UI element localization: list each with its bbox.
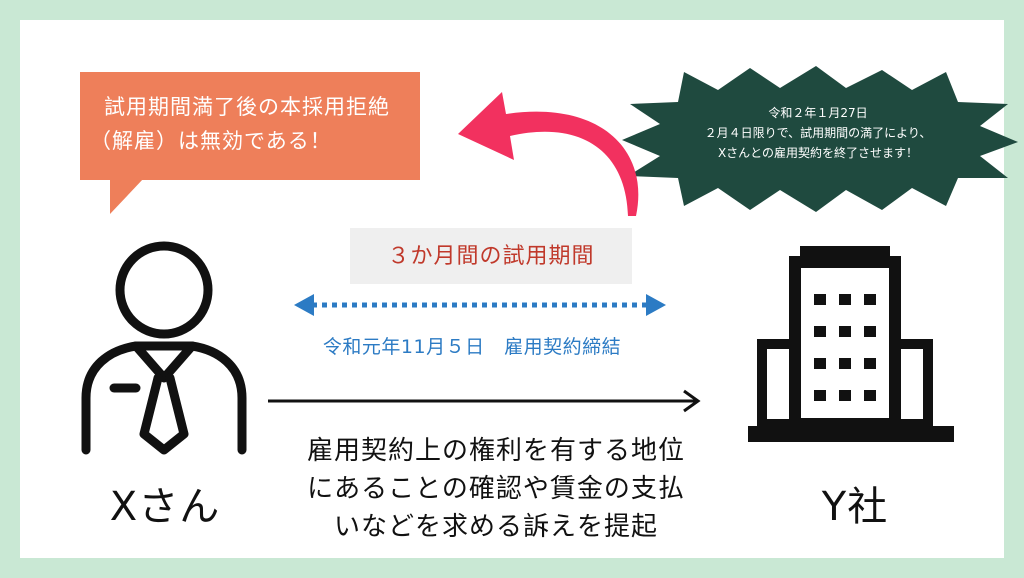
callout-tail bbox=[110, 178, 144, 214]
office-building-icon bbox=[748, 246, 954, 442]
person-in-suit-icon bbox=[81, 241, 247, 455]
trial-label-background bbox=[350, 228, 632, 284]
notice-starburst bbox=[622, 66, 1018, 212]
notice-line-1: 令和２年１月27日 bbox=[768, 106, 868, 120]
callout-line-1: 試用期間満了後の本採用拒絶 bbox=[104, 95, 390, 119]
lawsuit-description: 雇用契約上の権利を有する地位 にあることの確認や賃金の支払 いなどを求める訴えを… bbox=[286, 432, 706, 546]
lawsuit-line-2: にあることの確認や賃金の支払 bbox=[307, 474, 685, 504]
lawsuit-line-3: いなどを求める訴えを提起 bbox=[333, 512, 658, 542]
person-label: Xさん bbox=[109, 484, 221, 530]
callout-line-2: （解雇）は無効である！ bbox=[90, 129, 332, 153]
notice-line-3: Xさんとの雇用契約を終了させます！ bbox=[717, 146, 919, 160]
notice-line-2: ２月４日限りで、試用期間の満了により、 bbox=[704, 126, 932, 140]
curved-arrow-icon bbox=[458, 92, 639, 216]
termination-notice: 令和２年１月27日 ２月４日限りで、試用期間の満了により、 Xさんとの雇用契約を… bbox=[668, 103, 968, 163]
contract-date-label: 令和元年11月５日 雇用契約締結 bbox=[322, 336, 622, 358]
invalid-dismissal-callout: 試用期間満了後の本採用拒絶 （解雇）は無効である！ bbox=[80, 72, 420, 180]
company-label: Y社 bbox=[821, 484, 889, 530]
double-arrow-icon bbox=[294, 294, 666, 316]
lawsuit-line-1: 雇用契約上の権利を有する地位 bbox=[306, 436, 685, 466]
trial-period-label: ３か月間の試用期間 bbox=[387, 244, 595, 269]
right-arrow-icon bbox=[268, 389, 701, 413]
